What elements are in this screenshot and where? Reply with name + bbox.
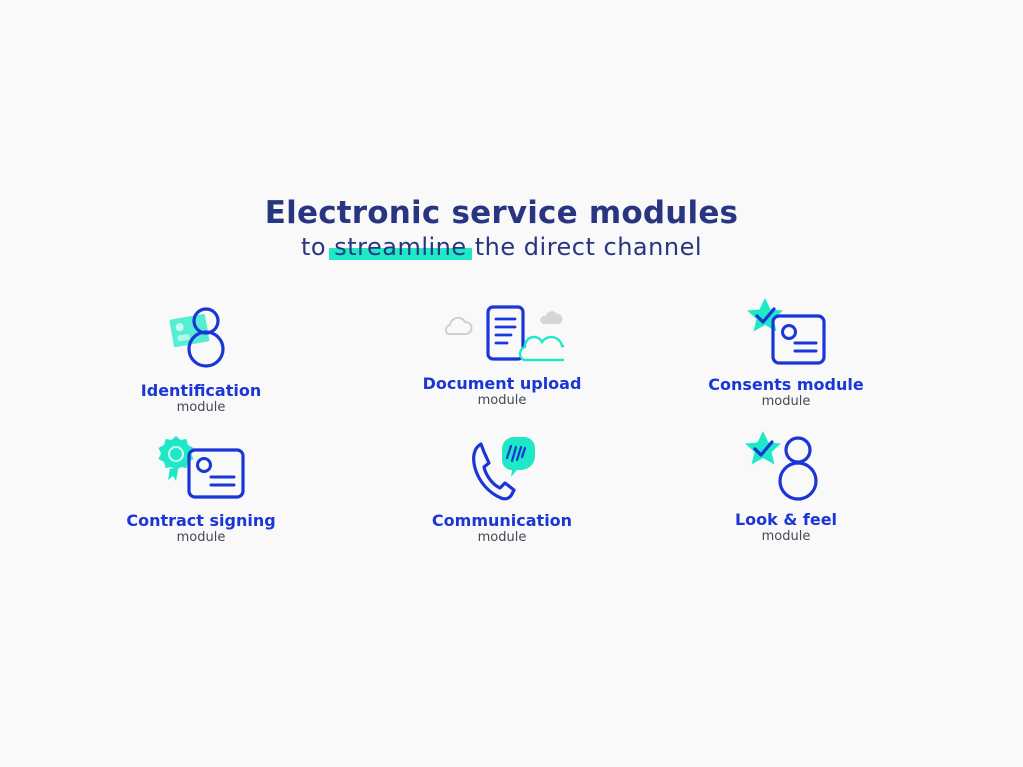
module-title: Identification (140, 381, 262, 400)
module-title: Communication (431, 511, 573, 530)
module-communication: Communication module (392, 432, 612, 545)
module-subtitle: module (176, 400, 226, 415)
look-and-feel-icon (745, 431, 818, 501)
module-title: Look & feel (734, 510, 838, 529)
page-subtitle: to streamline the direct channel (0, 233, 1003, 261)
module-subtitle: module (477, 393, 527, 408)
module-title: Contract signing (126, 511, 276, 530)
document-upload-icon (444, 305, 564, 362)
subtitle-prefix: to (300, 233, 335, 261)
module-subtitle: module (176, 530, 226, 545)
module-title: Consents module (708, 375, 864, 394)
communication-icon (472, 437, 535, 501)
module-subtitle: module (761, 394, 811, 409)
module-document-upload: Document upload module (392, 302, 612, 408)
consents-icon (747, 298, 826, 365)
module-identification: Identification module (91, 304, 311, 415)
module-consents: Consents module module (676, 297, 896, 409)
contract-signing-icon (158, 436, 245, 499)
module-look-and-feel: Look & feel module (676, 430, 896, 544)
subtitle-highlight: streamline (329, 233, 473, 261)
page-heading: Electronic service modules to streamline… (0, 193, 1003, 261)
identification-icon (169, 307, 225, 368)
module-contract-signing: Contract signing module (91, 434, 311, 545)
subtitle-suffix: the direct channel (466, 233, 702, 261)
subtitle-highlight-text: streamline (334, 233, 467, 261)
module-subtitle: module (761, 529, 811, 544)
page-title: Electronic service modules (264, 195, 739, 231)
module-subtitle: module (477, 530, 527, 545)
module-title: Document upload (422, 374, 582, 393)
